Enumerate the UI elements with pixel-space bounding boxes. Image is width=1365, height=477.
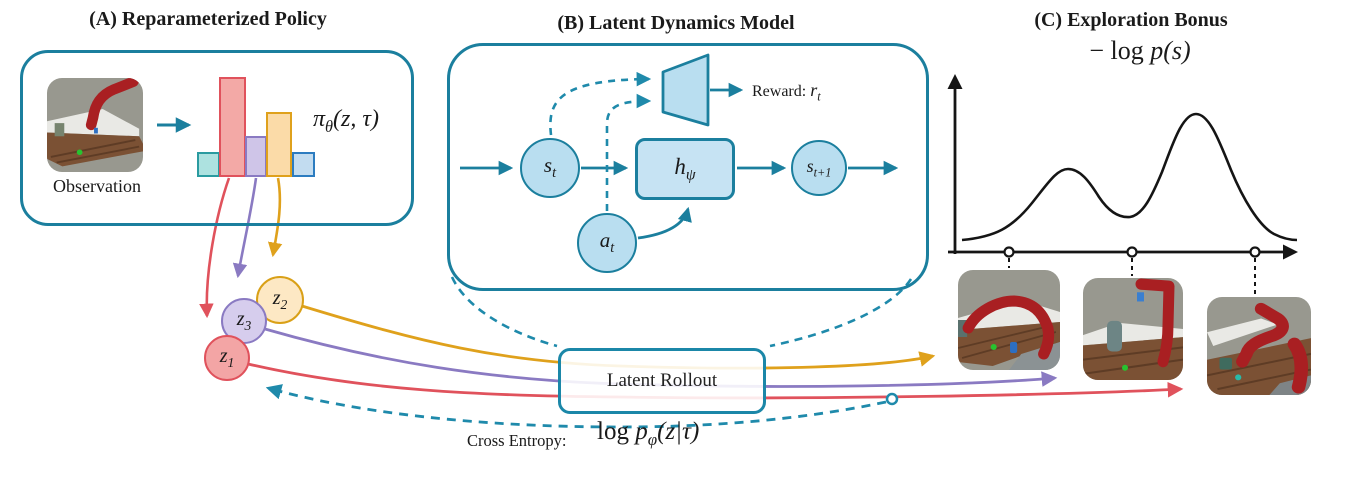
st-to-decoder-dashed [549, 71, 652, 136]
goal-dot [990, 344, 997, 350]
at-to-hpsi-arrow [637, 206, 692, 240]
next-state-node: st+1 [791, 140, 847, 196]
bar-to-z1-arrow [199, 177, 231, 319]
wood-grain [958, 325, 1057, 359]
policy-pi: π [313, 106, 326, 132]
panel-b-frame [447, 43, 929, 291]
gripper-target [94, 127, 98, 134]
policy-args: (z, τ) [333, 106, 379, 132]
state-scene-3 [1207, 297, 1311, 395]
table-rim [1207, 318, 1278, 346]
reward-var: rt [810, 80, 821, 104]
blue-object [1010, 342, 1018, 353]
hpsi-label: hψ [674, 153, 696, 184]
st1-label: st+1 [806, 155, 832, 180]
object-block [54, 123, 65, 137]
ce-args: (z|τ) [657, 418, 700, 445]
goal-dot [76, 149, 83, 156]
z2-label: z2 [272, 287, 288, 312]
robot-arm [1135, 278, 1175, 368]
at-label: at [599, 228, 615, 257]
panel-a-title: (A) Reparameterized Policy [89, 8, 327, 30]
panel-c-title: (C) Exploration Bonus [1034, 9, 1228, 31]
blue-object [1137, 292, 1144, 302]
z3-label: z3 [236, 308, 252, 333]
latent-sample-z1: z1 [204, 335, 250, 381]
observation-label: Observation [53, 176, 141, 196]
goal-dot [1122, 364, 1128, 371]
state-scene-1 [958, 270, 1060, 370]
panel-b-title: (B) Latent Dynamics Model [557, 12, 795, 34]
robot-arm [962, 295, 1055, 360]
density-curve [961, 112, 1298, 242]
robot-arm-lower [1287, 337, 1308, 394]
panel-a-frame [20, 50, 414, 226]
rollout-connector-left [450, 276, 558, 348]
trajectory-sample-node [885, 392, 899, 406]
policy-bar-cyan [197, 152, 220, 177]
goal-dot [1235, 374, 1242, 381]
formula-minus: − [1089, 36, 1104, 65]
ce-p: p [635, 418, 648, 445]
decoder-input-dashed-arrows [549, 71, 652, 211]
cross-entropy-dashed-arrow [265, 384, 887, 429]
policy-theta-sub: θ [325, 116, 334, 136]
wood-table [1207, 338, 1311, 395]
policy-bar-orange [266, 112, 292, 177]
teal-object [1219, 357, 1232, 370]
axis-sample-marker-2 [1126, 246, 1138, 258]
bar-to-z2-arrow [267, 177, 283, 258]
bar-to-z3-arrow [232, 177, 258, 279]
policy-bar-blue [292, 152, 315, 177]
state-image-3 [1207, 297, 1311, 395]
action-node: at [577, 213, 637, 273]
ce-log: log [597, 418, 629, 445]
reward-text: Reward: [752, 83, 807, 100]
object-block [958, 320, 968, 337]
robot-arm [85, 78, 139, 131]
formula-log: log [1110, 36, 1144, 65]
sample-droplines [1008, 258, 1256, 294]
policy-formula: πθ(z, τ) [313, 106, 379, 137]
cross-entropy-formula: log pφ(z|τ) [597, 418, 699, 450]
latent-flow-arrows [460, 82, 899, 240]
st-label: st [543, 153, 557, 182]
dynamics-model-node: hψ [635, 138, 735, 200]
exploration-bonus-plot [947, 73, 1299, 294]
axis-sample-marker-1 [1003, 246, 1015, 258]
formula-p: p [1150, 36, 1164, 65]
policy-bar-red [219, 77, 246, 177]
state-scene-2 [1083, 278, 1183, 380]
wood-table [958, 322, 1060, 366]
ce-phi-sub: φ [647, 430, 658, 449]
state-image-2 [1083, 278, 1183, 380]
latent-rollout-label: Latent Rollout [606, 370, 718, 391]
reward-decoder-trapezoid [661, 53, 710, 127]
at-to-decoder-dashed [605, 93, 652, 211]
latent-rollout-box: Latent Rollout [558, 348, 766, 414]
policy-bar-purple [245, 136, 267, 177]
wood-table [47, 132, 143, 167]
observation-image [47, 78, 143, 172]
z1-label: z1 [219, 345, 235, 370]
formula-args: (s) [1163, 36, 1191, 65]
state-image-1 [958, 270, 1060, 370]
latent-state-node: st [520, 138, 580, 198]
exploration-bonus-formula: − log p(s) [1000, 36, 1280, 66]
axis-sample-marker-3 [1249, 246, 1261, 258]
cross-entropy-label: Cross Entropy: [467, 431, 567, 450]
cylinder-object [1107, 320, 1122, 352]
observation-scene [47, 78, 143, 172]
reward-label: Reward: rt [752, 80, 821, 105]
wood-grain [50, 139, 140, 164]
robot-arm-upper [1236, 302, 1289, 368]
